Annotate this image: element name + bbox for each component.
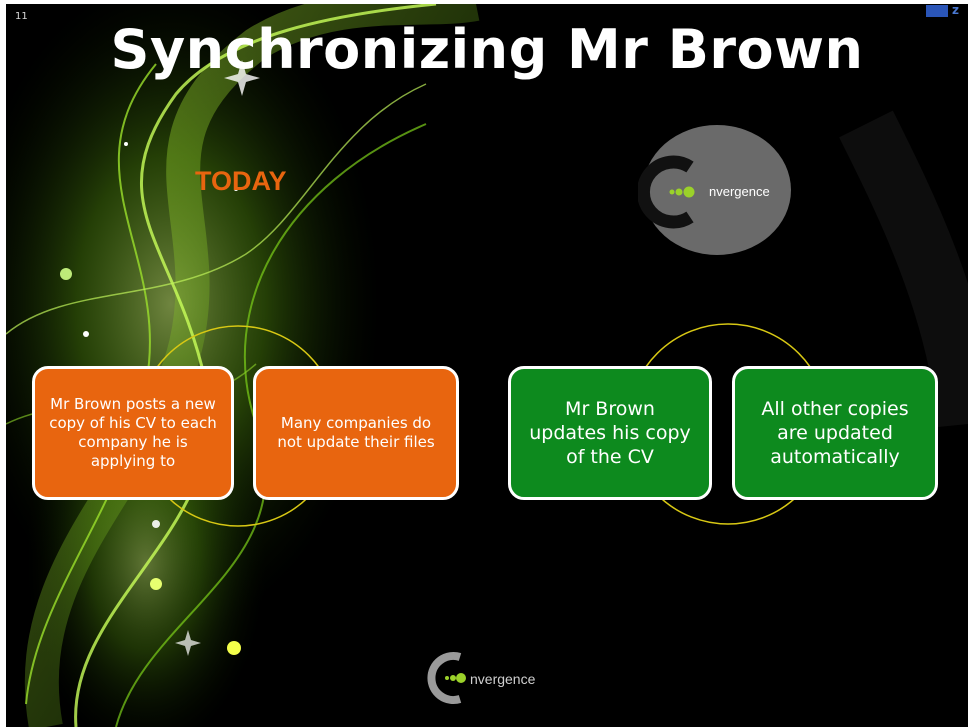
step-box-auto-update: All other copies are updated automatical… [732, 366, 938, 500]
section-label: TODAY [195, 166, 287, 196]
logo-text: nvergence [709, 184, 770, 199]
slide-title: Synchronizing Mr Brown [110, 18, 864, 81]
logo-text-bottom: nvergence [470, 671, 536, 687]
logo-c-mark-icon [427, 652, 466, 704]
slide-number: 11 [15, 11, 28, 22]
convergence-logo-bottom: nvergence [420, 647, 590, 707]
step-box-updates-cv: Mr Brown updates his copy of the CV [508, 366, 712, 500]
logo-disc [643, 125, 791, 255]
logo-c-mark-icon [638, 155, 695, 229]
step-box-companies-no-update: Many companies do not update their files [253, 366, 459, 500]
corner-logo-icon: z [952, 4, 959, 17]
step-box-posts-cv: Mr Brown posts a new copy of his CV to e… [32, 366, 234, 500]
convergence-logo: nvergence [638, 125, 792, 255]
eu-flag-icon [926, 5, 948, 17]
slide: 11 z Synchronizing Mr Brown TODAY nverge… [6, 4, 968, 727]
